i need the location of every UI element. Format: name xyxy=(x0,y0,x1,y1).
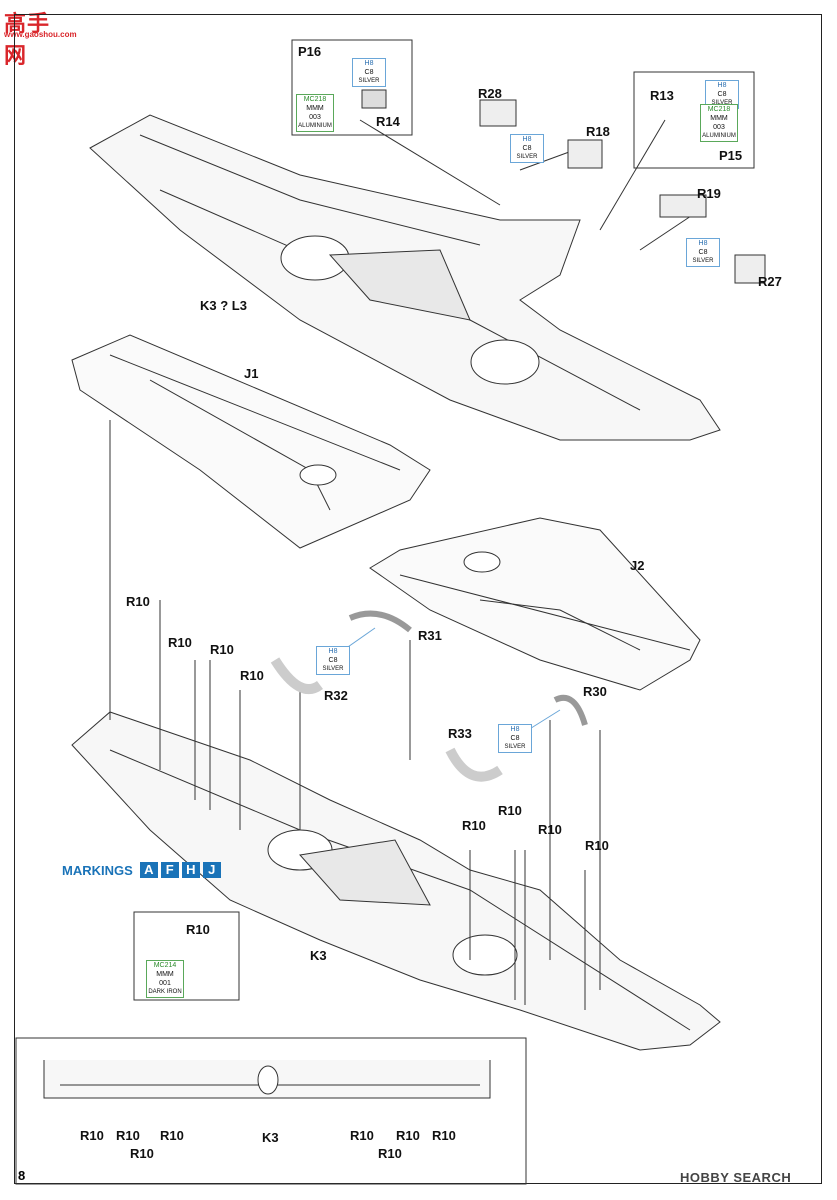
part-r14 xyxy=(361,89,387,109)
marking-code: J xyxy=(202,862,221,878)
label-k3: K3 xyxy=(310,948,327,963)
label-r10: R10 xyxy=(240,668,264,683)
marking-code: F xyxy=(160,862,179,878)
label-p15: P15 xyxy=(719,148,743,163)
label-j1: J1 xyxy=(244,366,259,381)
label-r10: R10 xyxy=(160,1128,184,1143)
callout-p16-r14 xyxy=(291,39,413,136)
label-r10: R10 xyxy=(130,1146,154,1161)
label-r27: R27 xyxy=(758,274,782,289)
marking-code: A xyxy=(139,862,158,878)
label-r30: R30 xyxy=(583,684,607,699)
part-r18 xyxy=(567,139,603,169)
callout-r10-detail xyxy=(133,911,240,1001)
part-r19 xyxy=(659,194,707,218)
label-r10: R10 xyxy=(585,838,609,853)
label-r10: R10 xyxy=(186,922,210,937)
markings-label: MARKINGS xyxy=(62,862,133,878)
label-r10: R10 xyxy=(538,822,562,837)
upper-wheel-well-right xyxy=(470,339,540,385)
label-r10: R10 xyxy=(498,803,522,818)
label-r10: R10 xyxy=(168,635,192,650)
label-r18: R18 xyxy=(586,124,610,139)
label-r10: R10 xyxy=(126,594,150,609)
label-p16: P16 xyxy=(298,44,322,59)
watermark-url: www.gaoshou.com xyxy=(4,30,77,39)
upper-wing-j1 xyxy=(71,334,431,549)
label-r32: R32 xyxy=(324,688,348,703)
label-r10: R10 xyxy=(350,1128,374,1143)
part-r33 xyxy=(445,747,503,782)
j2-hatch xyxy=(463,551,501,573)
label-r28: R28 xyxy=(478,86,502,101)
label-r10: R10 xyxy=(378,1146,402,1161)
site-watermark: 高手网 www.gaoshou.com xyxy=(4,6,77,68)
label-j2: J2 xyxy=(630,558,645,573)
part-r30 xyxy=(553,694,588,726)
label-r10: R10 xyxy=(462,818,486,833)
part-r32 xyxy=(270,657,323,694)
label-r10: R10 xyxy=(432,1128,456,1143)
label-r14: R14 xyxy=(376,114,400,129)
part-r28 xyxy=(479,99,517,127)
label-k3-detail: K3 xyxy=(262,1130,279,1145)
k3-wheel-well-right xyxy=(452,934,518,976)
marking-code: H xyxy=(181,862,200,878)
callout-r13-p15 xyxy=(633,71,755,169)
part-r27 xyxy=(734,254,766,284)
label-r31: R31 xyxy=(418,628,442,643)
callout-k3-detail xyxy=(15,1037,527,1185)
label-r10: R10 xyxy=(116,1128,140,1143)
markings-legend: MARKINGS A F H J xyxy=(62,862,221,878)
label-r10: R10 xyxy=(80,1128,104,1143)
brand-logo-text: HOBBY SEARCH xyxy=(680,1170,792,1185)
label-r13: R13 xyxy=(650,88,674,103)
label-r10: R10 xyxy=(210,642,234,657)
label-k3-or-l3: K3 ? L3 xyxy=(200,298,247,313)
watermark-glyphs: 高手网 xyxy=(4,11,51,68)
label-r19: R19 xyxy=(697,186,721,201)
label-r10: R10 xyxy=(396,1128,420,1143)
part-r31 xyxy=(348,610,412,633)
j1-hatch xyxy=(299,464,337,486)
page-number: 8 xyxy=(18,1168,26,1183)
label-r33: R33 xyxy=(448,726,472,741)
k3-radiator xyxy=(299,839,431,906)
upper-radiator xyxy=(328,249,471,321)
upper-wing-j2 xyxy=(369,517,701,691)
